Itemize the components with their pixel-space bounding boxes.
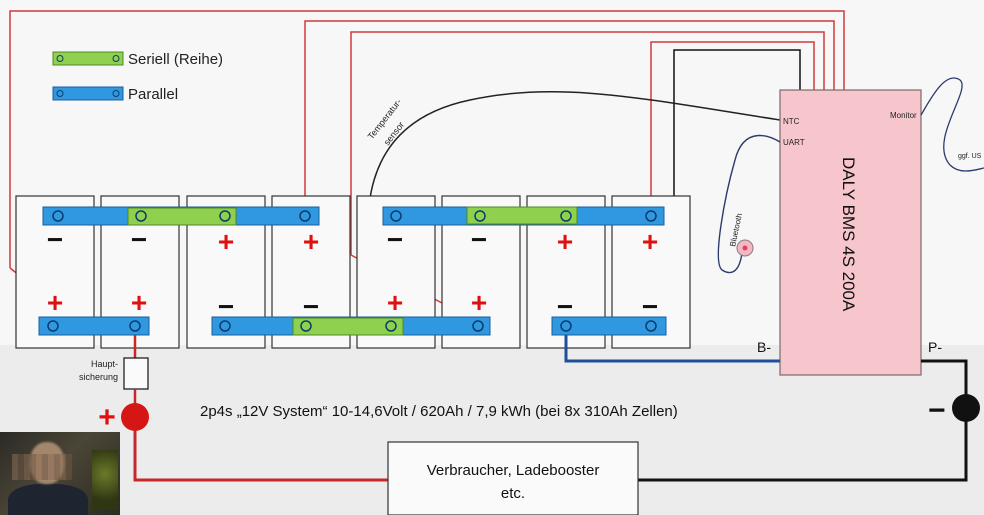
legend-terminal [56,55,64,62]
balance-wire-3 [350,31,825,255]
webcam-background [92,450,118,510]
series-busbars [127,206,578,336]
terminal [645,320,657,332]
terminal [299,210,311,222]
plus-sign: + [642,226,658,257]
legend-parallel-label: Parallel [128,86,178,103]
plus-sign: + [47,287,63,318]
minus-sign: − [131,224,147,255]
bms-box [779,89,922,376]
plus-sign: + [387,287,403,318]
minus-sign: − [47,224,63,255]
positive-terminal [121,403,149,431]
busbar-parallel-bottom-1 [38,316,150,336]
fuse-label-1: Haupt- [91,359,118,369]
minus-sign: − [218,291,234,322]
webcam-overlay [0,432,120,515]
legend-terminal [56,90,64,97]
positive-terminal-sign: + [98,401,116,434]
balance-wire-negative [673,49,801,322]
system-description: 2p4s „12V System“ 10-14,6Volt / 620Ah / … [200,403,678,420]
negative-terminal [952,394,980,422]
p-minus-label: P- [928,339,942,355]
legend-terminal [112,55,120,62]
busbar-parallel-bottom-3 [551,316,667,336]
terminal [560,320,572,332]
terminal [219,320,231,332]
terminals [47,210,657,332]
busbar-series-bottom [292,317,404,336]
terminal [645,210,657,222]
terminal [560,210,572,222]
bms-ntc-label: NTC [783,117,800,126]
bms-title: DALY BMS 4S 200A [839,157,858,312]
minus-sign: − [557,291,573,322]
plus-sign: + [303,226,319,257]
legend-terminal [112,90,120,97]
busbar-series-top-right [466,206,578,225]
terminal [219,210,231,222]
balance-wire-4 [650,41,815,210]
webcam-pixelation [12,454,72,480]
balance-wire-2 [304,20,835,210]
bms-uart-label: UART [783,138,805,147]
legend-series-swatch [52,51,124,66]
legend-series-label: Seriell (Reihe) [128,51,223,68]
b-minus-wire [564,335,780,363]
legend-parallel-swatch [52,86,124,101]
terminal [47,320,59,332]
terminal [385,320,397,332]
terminal [135,210,147,222]
plus-sign: + [471,287,487,318]
terminal [52,210,64,222]
minus-sign: − [642,291,658,322]
main-fuse [123,357,149,390]
fuse-label-2: sicherung [79,372,118,382]
load-box-line-1: Verbraucher, Ladebooster [427,462,600,479]
b-minus-label: B- [757,339,771,355]
monitor-cable [920,77,984,172]
positive-wire [133,418,388,482]
minus-sign: − [471,224,487,255]
minus-sign: − [303,291,319,322]
bms-monitor-label: Monitor [890,111,917,120]
polarity-signs: − − + + − − + + + + − − + + − − [47,224,658,322]
terminal [474,210,486,222]
negative-terminal-sign: − [928,394,946,427]
terminal [129,320,141,332]
balance-wire-1 [9,10,845,268]
plus-sign: + [131,287,147,318]
load-box-line-2: etc. [501,485,525,502]
minus-sign: − [387,224,403,255]
plus-sign: + [218,226,234,257]
terminal [472,320,484,332]
terminal [390,210,402,222]
uart-cable [717,134,781,274]
bluetooth-led [742,245,748,251]
busbar-series-top-left [127,207,237,226]
terminal [300,320,312,332]
load-box [387,441,639,515]
offscreen-label: ggf. US [958,153,982,160]
plus-sign: + [557,226,573,257]
webcam-person-body [8,484,88,515]
